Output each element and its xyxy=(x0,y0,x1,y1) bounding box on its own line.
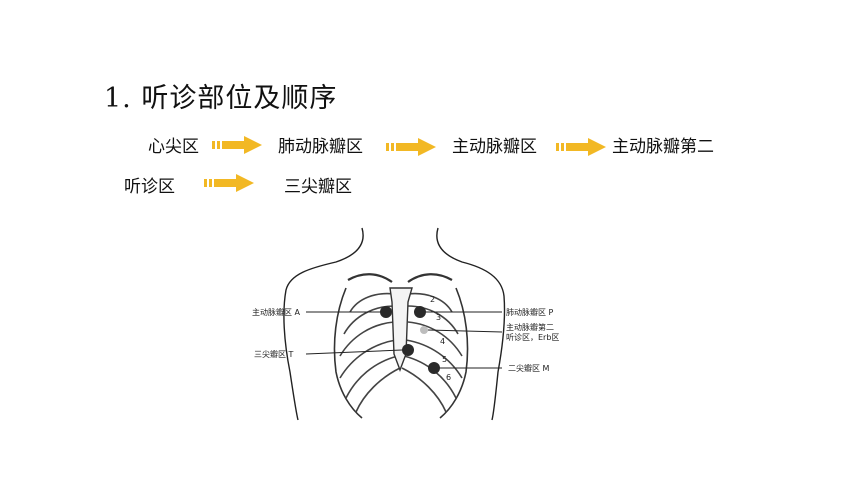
erb-area-label-2: 听诊区，Erb区 xyxy=(506,332,559,342)
step-aortic-label: 主动脉瓣区 xyxy=(452,137,537,157)
step-apex-label: 心尖区 xyxy=(148,137,199,157)
arrow-right-icon xyxy=(386,138,436,156)
erb-area-label-1: 主动脉瓣第二 xyxy=(506,322,554,332)
rib-number: 6 xyxy=(446,373,451,382)
body-outline xyxy=(436,227,506,421)
step-erb-label-cont: 听诊区 xyxy=(124,177,175,197)
slide-title: 1. 听诊部位及顺序 xyxy=(104,83,338,114)
tricuspid-area-label: 三尖瓣区 T xyxy=(254,349,294,359)
rib-number: 5 xyxy=(442,355,447,364)
mitral-area-marker xyxy=(428,362,440,374)
tricuspid-area-marker xyxy=(402,344,414,356)
sequence-row-1: 心尖区 肺动脉瓣区 主动脉瓣区 主动脉瓣第二 xyxy=(0,132,860,158)
arrow-right-icon xyxy=(204,174,254,192)
rib-number: 3 xyxy=(436,313,441,322)
step-erb-label: 主动脉瓣第二 xyxy=(612,137,714,157)
arrow-right-icon xyxy=(556,138,606,156)
chest-auscultation-diagram: 主动脉瓣区 A 肺动脉瓣区 P 主动脉瓣第二 听诊区，Erb区 三尖瓣区 T 二… xyxy=(252,227,559,421)
step-tricuspid-label: 三尖瓣区 xyxy=(284,177,352,197)
aortic-area-marker xyxy=(380,306,392,318)
sequence-row-2: 听诊区 三尖瓣区 xyxy=(0,172,860,198)
erb-area-marker xyxy=(420,326,428,334)
rib-number: 4 xyxy=(440,337,445,346)
arrow-right-icon xyxy=(212,136,262,154)
aortic-area-label: 主动脉瓣区 A xyxy=(252,307,301,317)
pulmonary-area-label: 肺动脉瓣区 P xyxy=(506,307,554,317)
step-pulmonary-label: 肺动脉瓣区 xyxy=(278,137,363,157)
rib-number: 2 xyxy=(430,295,435,304)
pulmonary-area-marker xyxy=(414,306,426,318)
mitral-area-label: 二尖瓣区 M xyxy=(508,363,550,373)
body-outline xyxy=(283,227,364,421)
